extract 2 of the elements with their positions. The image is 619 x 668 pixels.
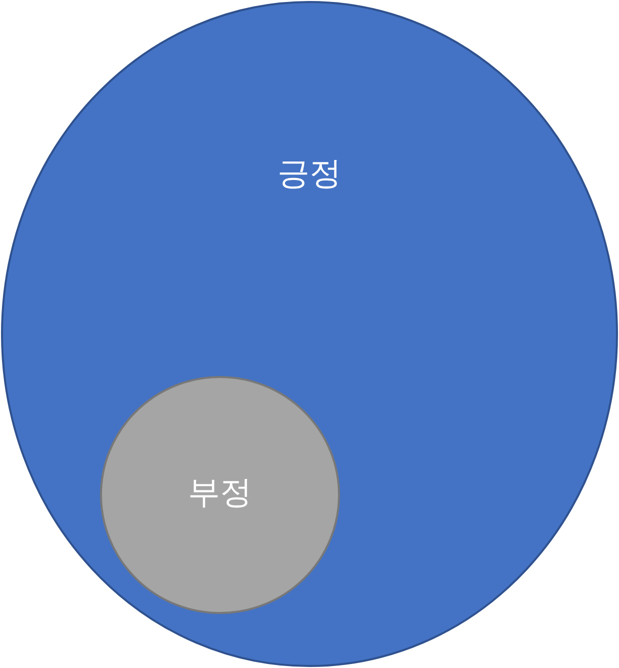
region-label: 부정 xyxy=(188,472,252,513)
region-label: 긍정 xyxy=(278,153,342,194)
